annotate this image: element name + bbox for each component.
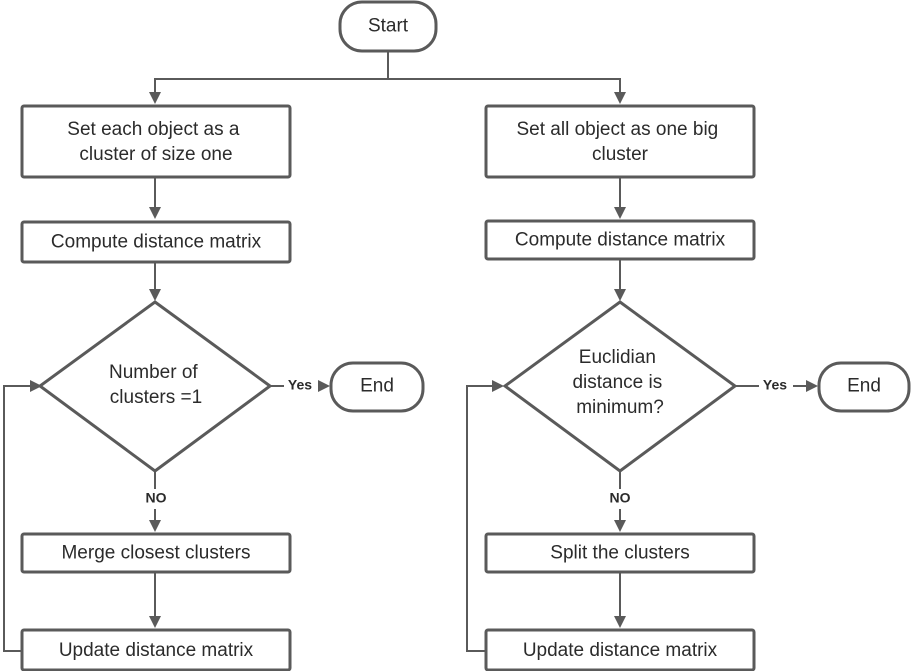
node-r-compute-text: Compute distance matrix — [515, 230, 726, 251]
node-l-init: Set each object as a cluster of size one — [20, 104, 292, 179]
label-bg-l-no — [140, 489, 172, 509]
arrowhead-start-left — [149, 92, 161, 104]
node-l-end-text: End — [360, 376, 394, 397]
arrowhead-l-loop — [30, 380, 42, 392]
node-r-split-text: Split the clusters — [550, 543, 689, 564]
edge-l-loop — [3, 385, 30, 652]
node-r-end-text: End — [847, 376, 881, 397]
label-bg-r-no — [604, 489, 636, 509]
node-r-decision-text: Euclidian distance is minimum? — [572, 347, 667, 418]
node-start: Start — [338, 0, 438, 53]
arrowhead-l-decision — [149, 289, 161, 301]
edge-r-loop — [466, 385, 492, 652]
node-l-merge: Merge closest clusters — [20, 532, 292, 574]
node-r-decision: Euclidian distance is minimum? — [502, 300, 738, 473]
label-bg-l-yes — [284, 376, 318, 396]
edge-label-r-no: NO — [610, 490, 631, 506]
edges — [3, 51, 818, 652]
node-r-init-text: Set all object as one big cluster — [516, 119, 723, 165]
edge-label-r-yes: Yes — [763, 377, 787, 393]
arrowhead-l-merge — [149, 520, 161, 532]
node-l-compute-text: Compute distance matrix — [51, 232, 262, 253]
arrowhead-start-right — [614, 92, 626, 104]
node-l-update-text: Update distance matrix — [59, 640, 254, 661]
node-l-compute: Compute distance matrix — [20, 220, 292, 264]
node-l-merge-text: Merge closest clusters — [61, 543, 250, 564]
node-l-init-text: Set each object as a cluster of size one — [67, 119, 244, 165]
node-r-update: Update distance matrix — [484, 628, 756, 671]
node-r-end: End — [817, 361, 911, 413]
arrowhead-r-update — [614, 616, 626, 628]
node-r-compute: Compute distance matrix — [484, 219, 756, 261]
node-l-decision: Number of clusters =1 — [37, 300, 273, 473]
node-r-update-text: Update distance matrix — [523, 640, 718, 661]
node-l-decision-text: Number of clusters =1 — [109, 362, 203, 408]
arrowhead-r-decision — [614, 289, 626, 301]
node-l-end: End — [329, 361, 425, 413]
arrowhead-r-compute — [614, 207, 626, 219]
arrowhead-l-end — [318, 380, 330, 392]
arrowhead-r-end — [806, 380, 818, 392]
node-start-text: Start — [368, 16, 409, 37]
edge-labels: Yes NO Yes NO — [140, 376, 793, 509]
edge-label-l-no: NO — [146, 490, 167, 506]
node-r-init: Set all object as one big cluster — [484, 104, 756, 179]
arrowhead-l-compute — [149, 207, 161, 219]
edge-start-split — [154, 51, 621, 92]
node-l-update: Update distance matrix — [20, 628, 292, 671]
label-bg-r-yes — [759, 376, 793, 396]
node-r-split: Split the clusters — [484, 532, 756, 574]
arrowhead-r-loop — [492, 380, 504, 392]
edge-label-l-yes: Yes — [288, 377, 312, 393]
arrowhead-r-split — [614, 520, 626, 532]
arrowhead-l-update — [149, 616, 161, 628]
